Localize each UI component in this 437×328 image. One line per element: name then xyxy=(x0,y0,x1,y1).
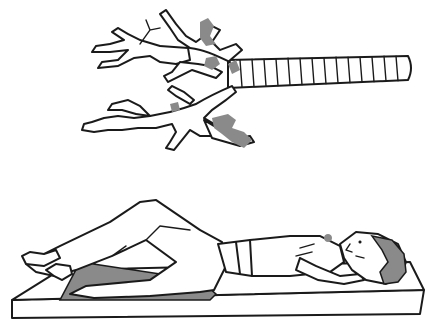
chest-marker xyxy=(324,234,332,242)
trachea xyxy=(228,56,411,88)
bronchial-tree-icon xyxy=(82,10,411,150)
supine-patient-icon xyxy=(12,200,424,318)
upper-bronchus xyxy=(92,10,242,82)
